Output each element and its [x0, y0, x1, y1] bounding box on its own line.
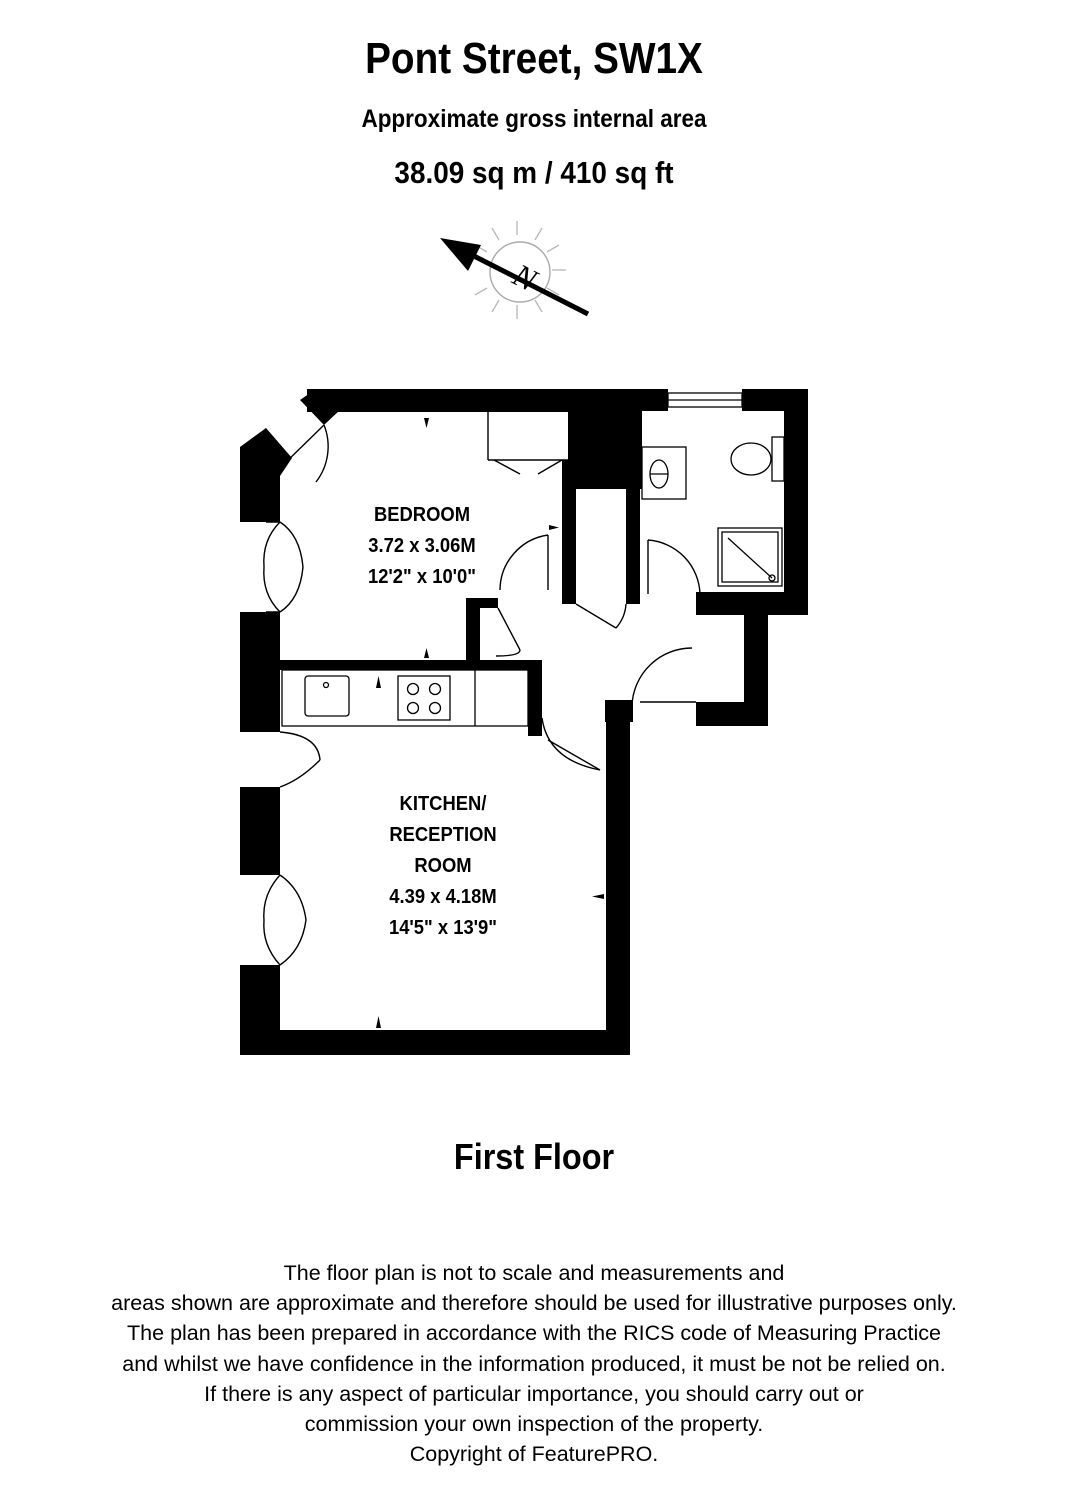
disclaimer-line: areas shown are approximate and therefor… — [111, 1291, 957, 1316]
walls — [240, 389, 808, 1055]
kitchen-counter — [281, 669, 529, 727]
disclaimer-line: The plan has been prepared in accordance… — [127, 1321, 941, 1346]
disclaimer-line: Copyright of FeaturePRO. — [409, 1442, 659, 1467]
bedroom-imperial: 12'2" x 10'0" — [367, 566, 477, 588]
sink-icon — [304, 675, 350, 717]
wardrobe — [487, 412, 568, 475]
area-caption: Approximate gross internal area — [361, 105, 707, 133]
compass-icon: N — [440, 221, 590, 319]
property-title: Pont Street, SW1X — [365, 34, 703, 83]
doors — [263, 424, 701, 966]
shower-icon — [717, 527, 783, 587]
kitchen-label: KITCHEN/ RECEPTION ROOM 4.39 x 4.18M 14'… — [351, 789, 535, 944]
kitchen-name-line2: RECEPTION — [389, 824, 497, 846]
disclaimer-line: commission your own inspection of the pr… — [304, 1412, 764, 1437]
floor-name: First Floor — [453, 1136, 615, 1177]
compass-north-letter: N — [506, 256, 544, 299]
dimension-markers — [376, 418, 604, 1028]
gross-internal-area: 38.09 sq m / 410 sq ft — [394, 155, 674, 190]
disclaimer-line: If there is any aspect of particular imp… — [204, 1381, 864, 1406]
disclaimer: The floor plan is not to scale and measu… — [40, 1258, 1028, 1469]
disclaimer-line: The floor plan is not to scale and measu… — [283, 1261, 785, 1285]
bathroom-window — [667, 392, 743, 408]
kitchen-imperial: 14'5" x 13'9" — [388, 917, 498, 939]
kitchen-name-line1: KITCHEN/ — [399, 793, 487, 815]
hob-icon — [397, 675, 451, 721]
disclaimer-line: and whilst we have confidence in the inf… — [122, 1351, 946, 1376]
toilet-icon — [730, 436, 785, 482]
basin-icon — [641, 446, 687, 500]
bedroom-name: BEDROOM — [373, 504, 471, 526]
kitchen-name-line3: ROOM — [414, 855, 472, 877]
bedroom-metric: 3.72 x 3.06M — [368, 535, 476, 557]
bedroom-label: BEDROOM 3.72 x 3.06M 12'2" x 10'0" — [330, 500, 514, 593]
kitchen-metric: 4.39 x 4.18M — [389, 886, 497, 908]
